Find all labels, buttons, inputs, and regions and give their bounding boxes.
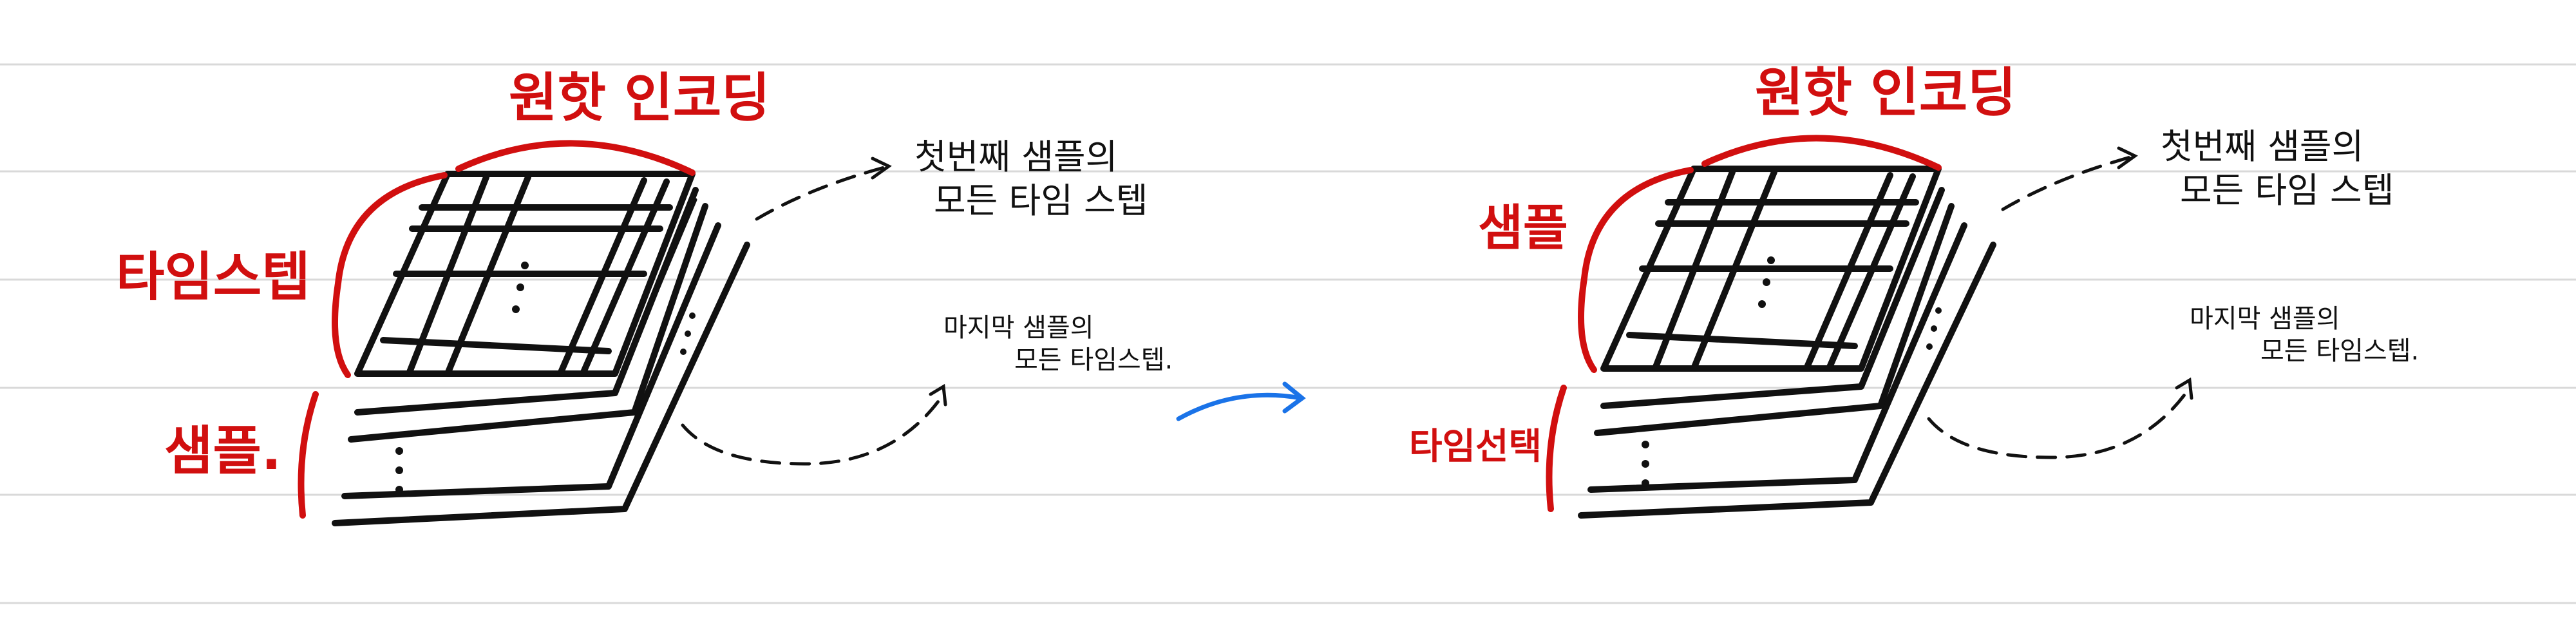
dot	[395, 466, 403, 474]
right-last-sample-note-line2: 모든 타임스텝.	[2260, 336, 2419, 366]
dot	[1931, 325, 1937, 332]
grid-line	[1803, 172, 1893, 372]
front-sheet	[1600, 166, 1942, 372]
right-arrowheads	[2117, 146, 2193, 400]
grid-line	[1690, 169, 1777, 372]
transform-arrowhead	[1282, 381, 1306, 414]
time-step-bracket	[332, 172, 448, 378]
last-sample-arrow	[681, 392, 945, 466]
grid-line	[406, 174, 489, 377]
ellipsis-dots	[1642, 256, 1942, 487]
dot	[1935, 307, 1942, 314]
left-last-sample-note-line1: 마지막 샘플의	[943, 313, 1094, 343]
left-first-sample-note-line1: 첫번째 샘플의	[914, 137, 1117, 177]
dot	[1763, 278, 1770, 286]
right-annotation-brackets	[1546, 135, 1942, 512]
front-sheet	[354, 171, 696, 377]
sheet-edge	[1587, 222, 1967, 493]
left-dashed-arrows	[681, 164, 945, 466]
sample-bracket	[1578, 167, 1694, 373]
right-first-sample-note-line1: 첫번째 샘플의	[2161, 126, 2363, 167]
dot	[689, 312, 696, 319]
transform-arrow-shaft	[1176, 392, 1303, 421]
dot	[685, 330, 691, 337]
dot	[516, 283, 524, 291]
sheet-edge	[354, 187, 699, 416]
left-one-hot-label: 원핫 인코딩	[509, 68, 770, 129]
sheet-edge	[1578, 242, 1996, 519]
dot	[521, 262, 529, 269]
arrowhead	[2175, 377, 2193, 400]
pointer-line	[642, 198, 697, 324]
grid-line	[1652, 169, 1736, 372]
grid-line	[444, 174, 531, 377]
last-sample-arrow	[1927, 386, 2192, 459]
left-sample-label: 샘플.	[164, 421, 281, 482]
arrowhead	[871, 157, 892, 180]
left-last-sample-note-line2: 모든 타임스텝.	[1014, 345, 1173, 375]
sheet-edge	[1594, 203, 1955, 436]
right-sample-label: 샘플	[1478, 199, 1568, 256]
dot	[512, 305, 520, 313]
right-last-sample-note-line1: 마지막 샘플의	[2190, 304, 2340, 334]
first-sample-arrow	[2001, 154, 2137, 211]
left-tensor-stack	[332, 171, 750, 526]
dot	[395, 447, 403, 455]
one-hot-bracket	[1701, 135, 1942, 171]
grid-line	[1826, 173, 1916, 372]
right-tensor-stack	[1578, 166, 1996, 519]
dot	[1642, 479, 1649, 487]
dot	[1758, 300, 1766, 308]
left-time-step-label: 타임스텝	[116, 247, 310, 308]
left-first-sample-note-line2: 모든 타임 스텝	[934, 180, 1148, 221]
right-time-select-label: 타임선택	[1409, 426, 1542, 468]
dot	[1642, 460, 1649, 468]
dot	[395, 486, 403, 493]
arrowhead	[929, 383, 947, 407]
dot	[680, 349, 687, 355]
sheet-edge	[341, 222, 721, 499]
left-arrowheads	[871, 157, 947, 407]
transform-arrow	[1176, 381, 1306, 421]
first-sample-arrow	[755, 164, 891, 221]
arrowhead	[2117, 146, 2138, 169]
sheet-edge	[332, 242, 750, 526]
right-one-hot-label: 원핫 인코딩	[1755, 62, 2016, 124]
time-select-bracket	[1546, 385, 1567, 512]
right-dashed-arrows	[1927, 154, 2192, 459]
dot	[1767, 256, 1775, 264]
sample-bracket	[298, 391, 319, 519]
one-hot-bracket	[455, 140, 696, 176]
pointer-line	[1888, 193, 1944, 319]
dot	[1642, 441, 1649, 448]
ellipsis-dots	[395, 262, 696, 493]
sheet-edge	[348, 203, 708, 443]
grid-line	[580, 178, 670, 377]
dot	[1926, 343, 1933, 350]
grid-line	[557, 177, 647, 377]
left-annotation-brackets	[298, 140, 696, 519]
right-first-sample-note-line2: 모든 타임 스텝	[2180, 170, 2394, 211]
